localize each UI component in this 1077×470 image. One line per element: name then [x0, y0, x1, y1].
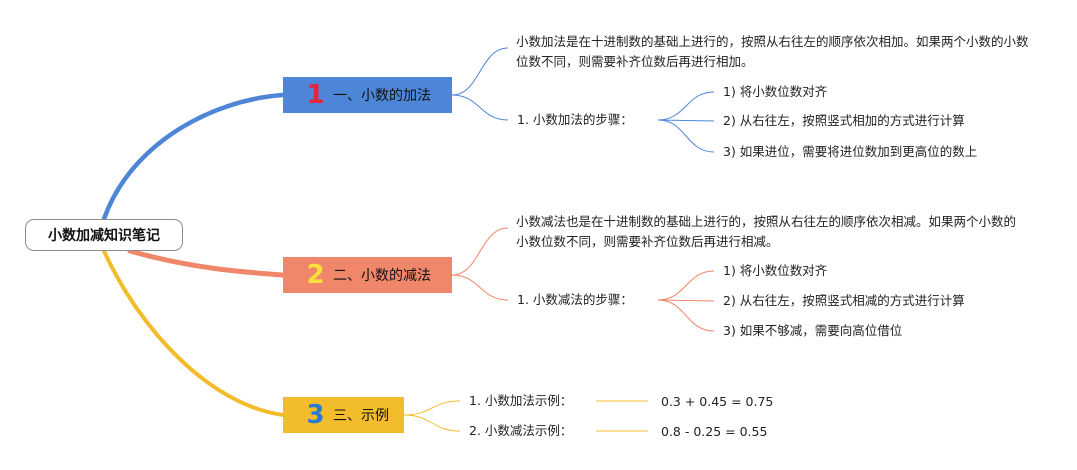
branch-topic-subtraction[interactable]: 2 二、小数的减法: [283, 257, 452, 293]
connector-b1-steps: [451, 94, 509, 121]
number-three-icon: 3: [306, 400, 324, 430]
subtraction-example-label[interactable]: 2. 小数减法示例：: [469, 423, 573, 438]
connector-b1-step-2: [657, 119, 715, 122]
subtraction-step-2[interactable]: 2) 从右往左，按照竖式相减的方式进行计算: [723, 293, 965, 308]
connector-b2-step-1: [657, 270, 715, 301]
number-two-icon: 2: [306, 260, 324, 290]
addition-step-1[interactable]: 1) 将小数位数对齐: [723, 84, 828, 99]
connector-b3-example-2: [403, 414, 461, 432]
addition-description[interactable]: 小数加法是在十进制数的基础上进行的，按照从右往左的顺序依次相加。如果两个小数的小…: [516, 34, 1029, 69]
subtraction-step-1[interactable]: 1) 将小数位数对齐: [723, 263, 828, 278]
connector-b1-description: [451, 47, 509, 96]
branch-title: 一、小数的加法: [333, 88, 431, 104]
connector-root-branch-2: [127, 248, 286, 278]
number-one-icon: 1: [306, 80, 324, 110]
branch-title: 三、示例: [333, 408, 389, 424]
branch-title: 二、小数的减法: [333, 268, 431, 284]
branch-topic-examples[interactable]: 3 三、示例: [283, 397, 404, 433]
connector-root-branch-3: [102, 249, 285, 417]
addition-steps-title[interactable]: 1. 小数加法的步骤：: [517, 112, 633, 127]
branch-topic-addition[interactable]: 1 一、小数的加法: [283, 77, 452, 113]
connector-root-branch-1: [101, 92, 286, 222]
connector-b3-example-1: [403, 400, 461, 416]
subtraction-description[interactable]: 小数减法也是在十进制数的基础上进行的，按照从右往左的顺序依次相减。如果两个小数的…: [516, 214, 1017, 249]
addition-example-label[interactable]: 1. 小数加法示例：: [469, 393, 573, 408]
addition-example-value[interactable]: 0.3 + 0.45 = 0.75: [661, 394, 774, 409]
connector-b2-steps: [451, 274, 509, 301]
connector-b2-step-2: [657, 299, 715, 302]
connector-b1-step-1: [657, 91, 715, 121]
addition-step-2[interactable]: 2) 从右往左，按照竖式相加的方式进行计算: [723, 113, 965, 128]
connector-b2-description: [451, 227, 509, 276]
subtraction-steps-title[interactable]: 1. 小数减法的步骤：: [517, 292, 633, 307]
subtraction-example-value[interactable]: 0.8 - 0.25 = 0.55: [661, 424, 768, 439]
subtraction-step-3[interactable]: 3) 如果不够减，需要向高位借位: [723, 323, 903, 338]
connector-b1-step-3: [657, 119, 715, 153]
addition-step-3[interactable]: 3) 如果进位，需要将进位数加到更高位的数上: [723, 144, 978, 159]
root-topic[interactable]: 小数加减知识笔记: [25, 219, 183, 251]
connector-b2-step-3: [657, 299, 715, 332]
